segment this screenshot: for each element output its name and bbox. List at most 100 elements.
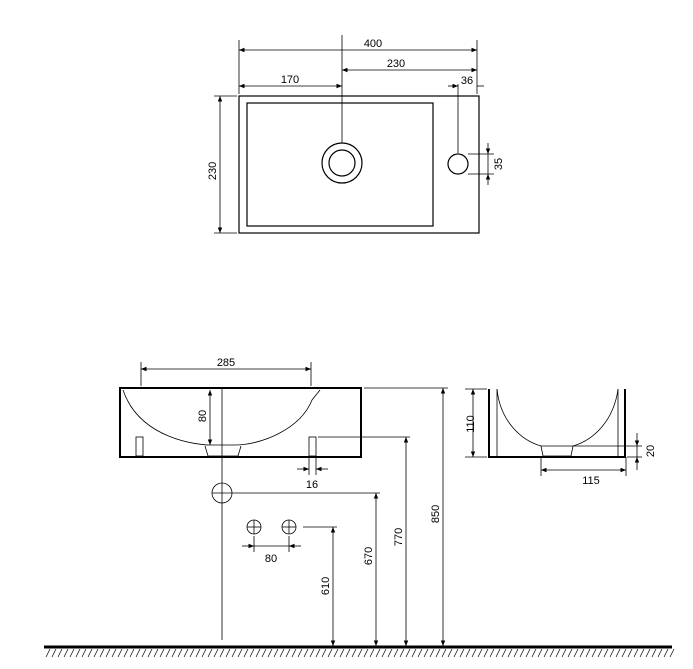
- label-230v: 230: [207, 162, 219, 180]
- floor-hatch: [345, 648, 351, 658]
- floor-hatch: [315, 648, 321, 658]
- floor-hatch: [201, 648, 207, 658]
- floor-hatch: [609, 648, 615, 658]
- floor-hatch: [207, 648, 213, 658]
- floor-hatch: [159, 648, 165, 658]
- floor-hatch: [243, 648, 249, 658]
- floor-hatch: [561, 648, 567, 658]
- floor-hatch: [147, 648, 153, 658]
- floor-hatch: [225, 648, 231, 658]
- floor-hatch: [501, 648, 507, 658]
- floor-hatch: [669, 648, 675, 658]
- floor-hatch: [249, 648, 255, 658]
- floor-hatch: [489, 648, 495, 658]
- floor-hatch: [375, 648, 381, 658]
- floor-hatch: [585, 648, 591, 658]
- floor-hatch: [363, 648, 369, 658]
- drain-front: [204, 445, 242, 457]
- floor-hatch: [543, 648, 549, 658]
- floor-hatch: [663, 648, 669, 658]
- floor-hatch: [387, 648, 393, 658]
- label-400: 400: [364, 38, 382, 50]
- floor-hatch: [471, 648, 477, 658]
- label-36: 36: [461, 75, 473, 87]
- floor-hatch: [507, 648, 513, 658]
- floor-hatch: [117, 648, 123, 658]
- floor: [44, 645, 675, 658]
- floor-hatch: [213, 648, 219, 658]
- floor-hatch: [297, 648, 303, 658]
- floor-hatch: [531, 648, 537, 658]
- label-770: 770: [393, 528, 405, 546]
- floor-hatch: [45, 648, 51, 658]
- floor-hatch: [579, 648, 585, 658]
- floor-hatch: [627, 648, 633, 658]
- floor-hatch: [153, 648, 159, 658]
- floor-hatch: [63, 648, 69, 658]
- floor-hatch: [657, 648, 663, 658]
- label-610: 610: [320, 577, 332, 595]
- floor-hatch: [129, 648, 135, 658]
- floor-hatch: [435, 648, 441, 658]
- floor-hatch: [321, 648, 327, 658]
- floor-hatch: [651, 648, 657, 658]
- floor-hatch: [303, 648, 309, 658]
- floor-hatch: [99, 648, 105, 658]
- floor-hatch: [549, 648, 555, 658]
- basin-outline-front: [119, 387, 362, 458]
- floor-hatch: [135, 648, 141, 658]
- floor-hatch: [483, 648, 489, 658]
- floor-hatch: [261, 648, 267, 658]
- floor-hatch: [339, 648, 345, 658]
- floor-hatch: [75, 648, 81, 658]
- floor-hatch: [291, 648, 297, 658]
- bracket-right: [308, 436, 317, 457]
- floor-hatch: [573, 648, 579, 658]
- floor-hatch: [633, 648, 639, 658]
- floor-hatch: [105, 648, 111, 658]
- floor-hatch: [165, 648, 171, 658]
- floor-hatch: [351, 648, 357, 658]
- floor-hatch: [279, 648, 285, 658]
- top-view: 400 170 230 36 230 35: [207, 35, 505, 234]
- drain-outer: [321, 142, 363, 184]
- floor-hatch: [639, 648, 645, 658]
- floor-hatch: [57, 648, 63, 658]
- floor-hatch: [393, 648, 399, 658]
- label-110: 110: [465, 415, 477, 433]
- floor-hatch: [519, 648, 525, 658]
- floor-hatch: [525, 648, 531, 658]
- label-80v: 80: [197, 410, 209, 422]
- floor-hatch: [273, 648, 279, 658]
- floor-hatch: [411, 648, 417, 658]
- side-bowl-curve: [496, 388, 619, 447]
- label-170: 170: [281, 74, 299, 86]
- floor-hatch: [369, 648, 375, 658]
- floor-hatch: [381, 648, 387, 658]
- floor-hatch: [111, 648, 117, 658]
- floor-hatch: [231, 648, 237, 658]
- side-outline: [488, 389, 626, 458]
- floor-hatch: [399, 648, 405, 658]
- floor-hatch: [441, 648, 447, 658]
- label-16: 16: [306, 479, 318, 491]
- side-view: 110 20 115: [465, 388, 657, 487]
- floor-hatch: [357, 648, 363, 658]
- floor-hatch: [333, 648, 339, 658]
- label-230h: 230: [387, 58, 405, 70]
- floor-hatch: [621, 648, 627, 658]
- floor-hatch: [423, 648, 429, 658]
- floor-hatch: [123, 648, 129, 658]
- floor-hatch: [93, 648, 99, 658]
- bowl-curve-front: [122, 389, 321, 446]
- floor-hatch: [555, 648, 561, 658]
- floor-hatch: [429, 648, 435, 658]
- bracket-left: [135, 436, 144, 457]
- label-35: 35: [493, 158, 505, 170]
- tap-hole: [447, 153, 469, 175]
- floor-hatch: [591, 648, 597, 658]
- label-670: 670: [363, 547, 375, 565]
- floor-hatch: [69, 648, 75, 658]
- label-850: 850: [430, 505, 442, 523]
